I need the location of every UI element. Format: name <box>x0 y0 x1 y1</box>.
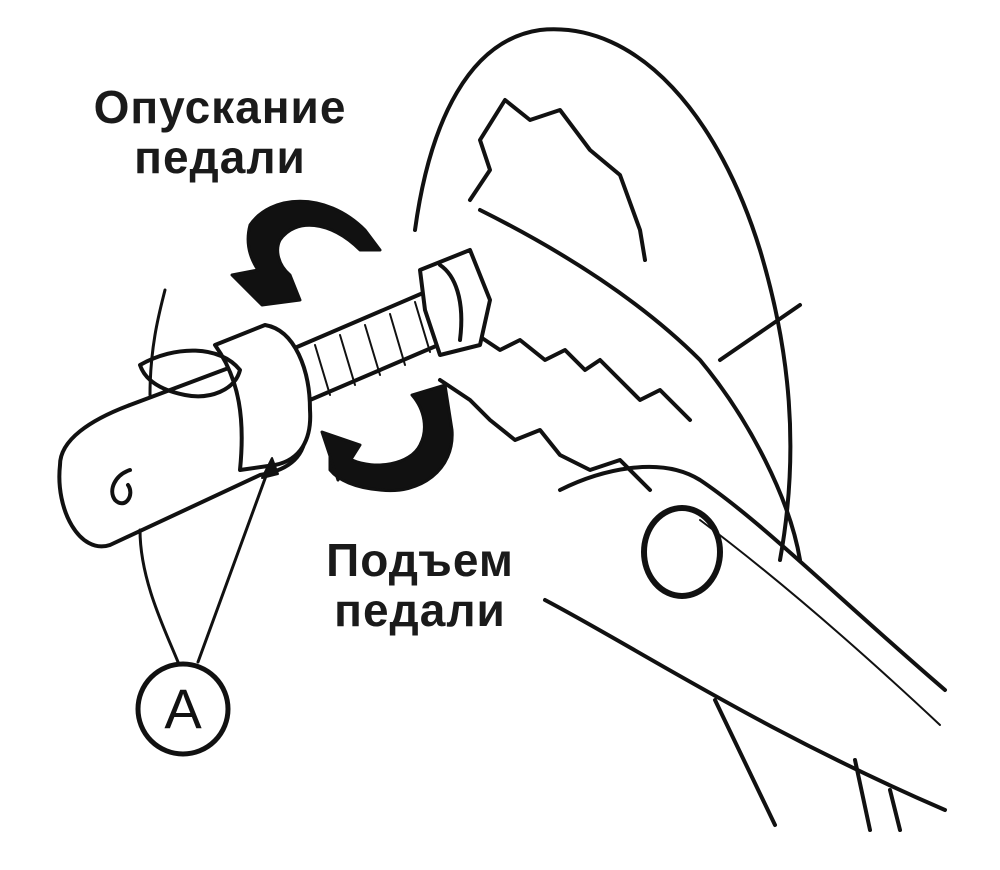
leader-line-left <box>138 528 180 664</box>
lever-pivot-hole <box>641 505 723 599</box>
bracket-line <box>718 303 802 362</box>
leader-line-right <box>196 463 272 664</box>
callout-circle <box>135 661 231 757</box>
callout-label-a: A <box>164 677 202 740</box>
raise-pedal-label-line2: педали <box>334 584 506 636</box>
lever-lower-edge <box>543 598 947 812</box>
clevis-top-arm <box>138 348 242 399</box>
housing-jagged-low <box>438 378 652 492</box>
raise-pedal-label-line1: Подъем <box>326 534 514 586</box>
leader-arrowhead <box>261 457 279 479</box>
clevis-pin-hole <box>110 468 133 506</box>
lever-stub-c <box>888 788 902 832</box>
clevis-collar <box>213 323 313 472</box>
lock-nut <box>418 248 492 357</box>
lever-inner-line <box>699 519 941 726</box>
housing-jagged-top <box>468 98 647 262</box>
housing-jagged-mid <box>468 328 692 422</box>
rotate-arrow-raise-head <box>320 430 362 482</box>
lock-nut-ring <box>438 263 464 342</box>
lever-stub-b <box>853 758 872 832</box>
rotate-arrow-raise <box>328 383 454 493</box>
lever-stub-a <box>713 698 777 827</box>
clevis-guide-line <box>148 288 167 397</box>
lower-pedal-label-line2: педали <box>134 131 306 183</box>
pedal-arm-outline <box>413 27 793 562</box>
lower-pedal-label-line1: Опускание <box>93 81 347 133</box>
lower-pedal-label: Опускание педали <box>70 82 370 182</box>
rotate-arrow-lower <box>230 199 382 307</box>
lever-upper-edge <box>558 464 947 692</box>
pedal-arm-edge <box>478 208 802 562</box>
rod-threads <box>314 301 431 396</box>
raise-pedal-label: Подъем педали <box>310 535 530 635</box>
